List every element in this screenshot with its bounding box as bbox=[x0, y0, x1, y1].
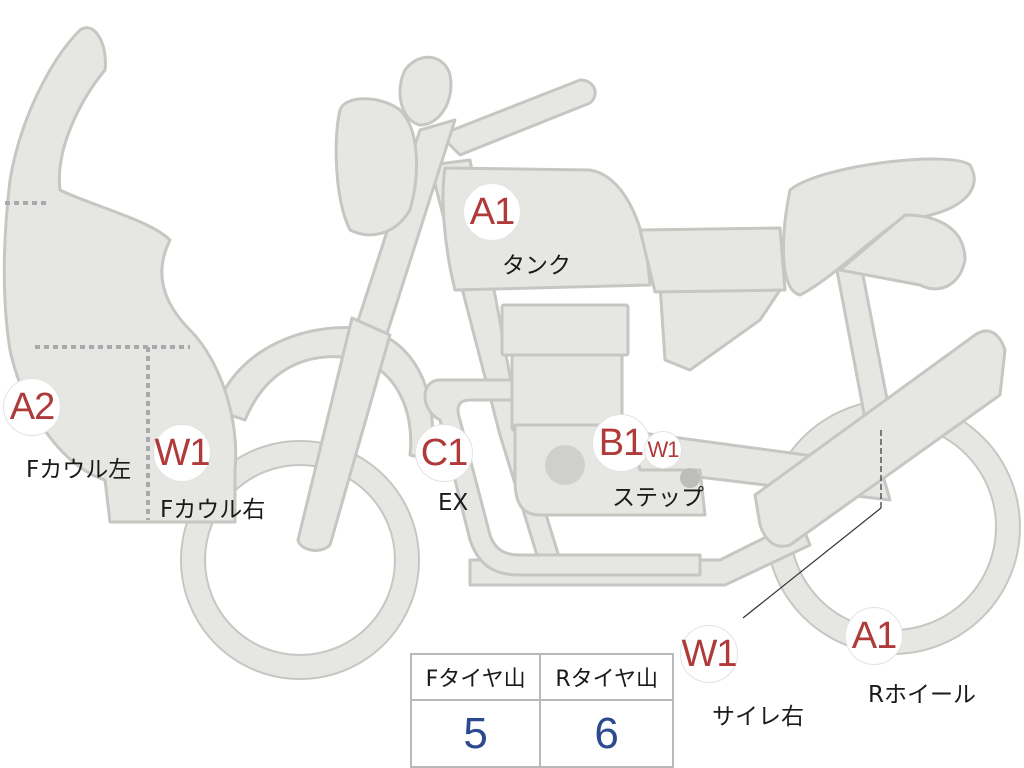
engine-top bbox=[500, 303, 630, 357]
marker-f-cowl-right-code[interactable]: W1 bbox=[153, 424, 211, 482]
rear-tire-header: Rタイヤ山 bbox=[539, 653, 674, 701]
tail-cowl bbox=[838, 213, 967, 291]
handlebar bbox=[438, 78, 597, 157]
marker-f-cowl-right-label: Fカウル右 bbox=[160, 497, 266, 523]
headlight bbox=[334, 97, 418, 237]
marker-silencer-right-code[interactable]: W1 bbox=[680, 625, 738, 683]
exhaust-pipe bbox=[423, 378, 702, 577]
marker-ex-code[interactable]: C1 bbox=[415, 424, 473, 482]
rear-tire-value: 6 bbox=[539, 699, 674, 768]
side-panel bbox=[658, 283, 782, 372]
fork-lower bbox=[296, 316, 392, 552]
silencer bbox=[753, 329, 1007, 548]
mirror bbox=[398, 55, 453, 127]
marker-r-wheel-label: Rホイール bbox=[868, 682, 976, 708]
tire-tread-table: Fタイヤ山 Rタイヤ山 5 6 bbox=[409, 653, 674, 768]
marker-step-label: ステップ bbox=[612, 485, 704, 511]
seat-front bbox=[638, 226, 787, 294]
marker-step-extra-code[interactable]: W1 bbox=[644, 431, 682, 469]
marker-step-code[interactable]: B1 bbox=[592, 414, 650, 472]
marker-r-wheel-code[interactable]: A1 bbox=[845, 607, 903, 665]
front-tire-value: 5 bbox=[409, 699, 542, 768]
marker-silencer-right-label: サイレ右 bbox=[712, 704, 804, 730]
marker-tank-label: タンク bbox=[502, 253, 571, 279]
marker-f-cowl-left-code[interactable]: A2 bbox=[3, 378, 61, 436]
marker-f-cowl-left-label: Fカウル左 bbox=[26, 457, 132, 483]
marker-ex-label: EX bbox=[438, 490, 469, 516]
marker-tank-code[interactable]: A1 bbox=[463, 183, 521, 241]
front-tire-header: Fタイヤ山 bbox=[409, 653, 542, 701]
